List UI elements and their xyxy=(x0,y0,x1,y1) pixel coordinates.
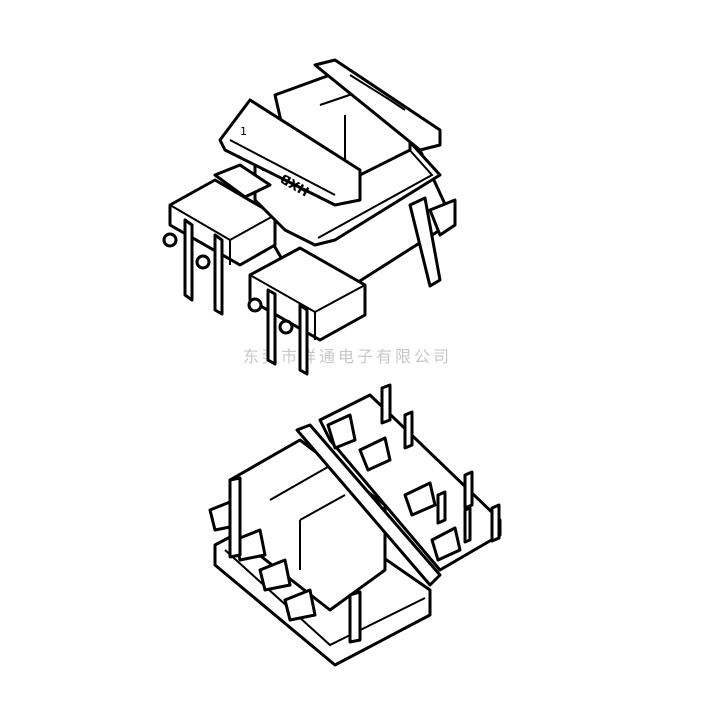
pin-one-mark: 1 xyxy=(240,125,247,138)
bottom-bobbin-view xyxy=(208,383,502,667)
top-bobbin-view: HXB 1 xyxy=(162,58,457,376)
company-watermark: 东莞市祥通电子有限公司 xyxy=(243,347,453,366)
